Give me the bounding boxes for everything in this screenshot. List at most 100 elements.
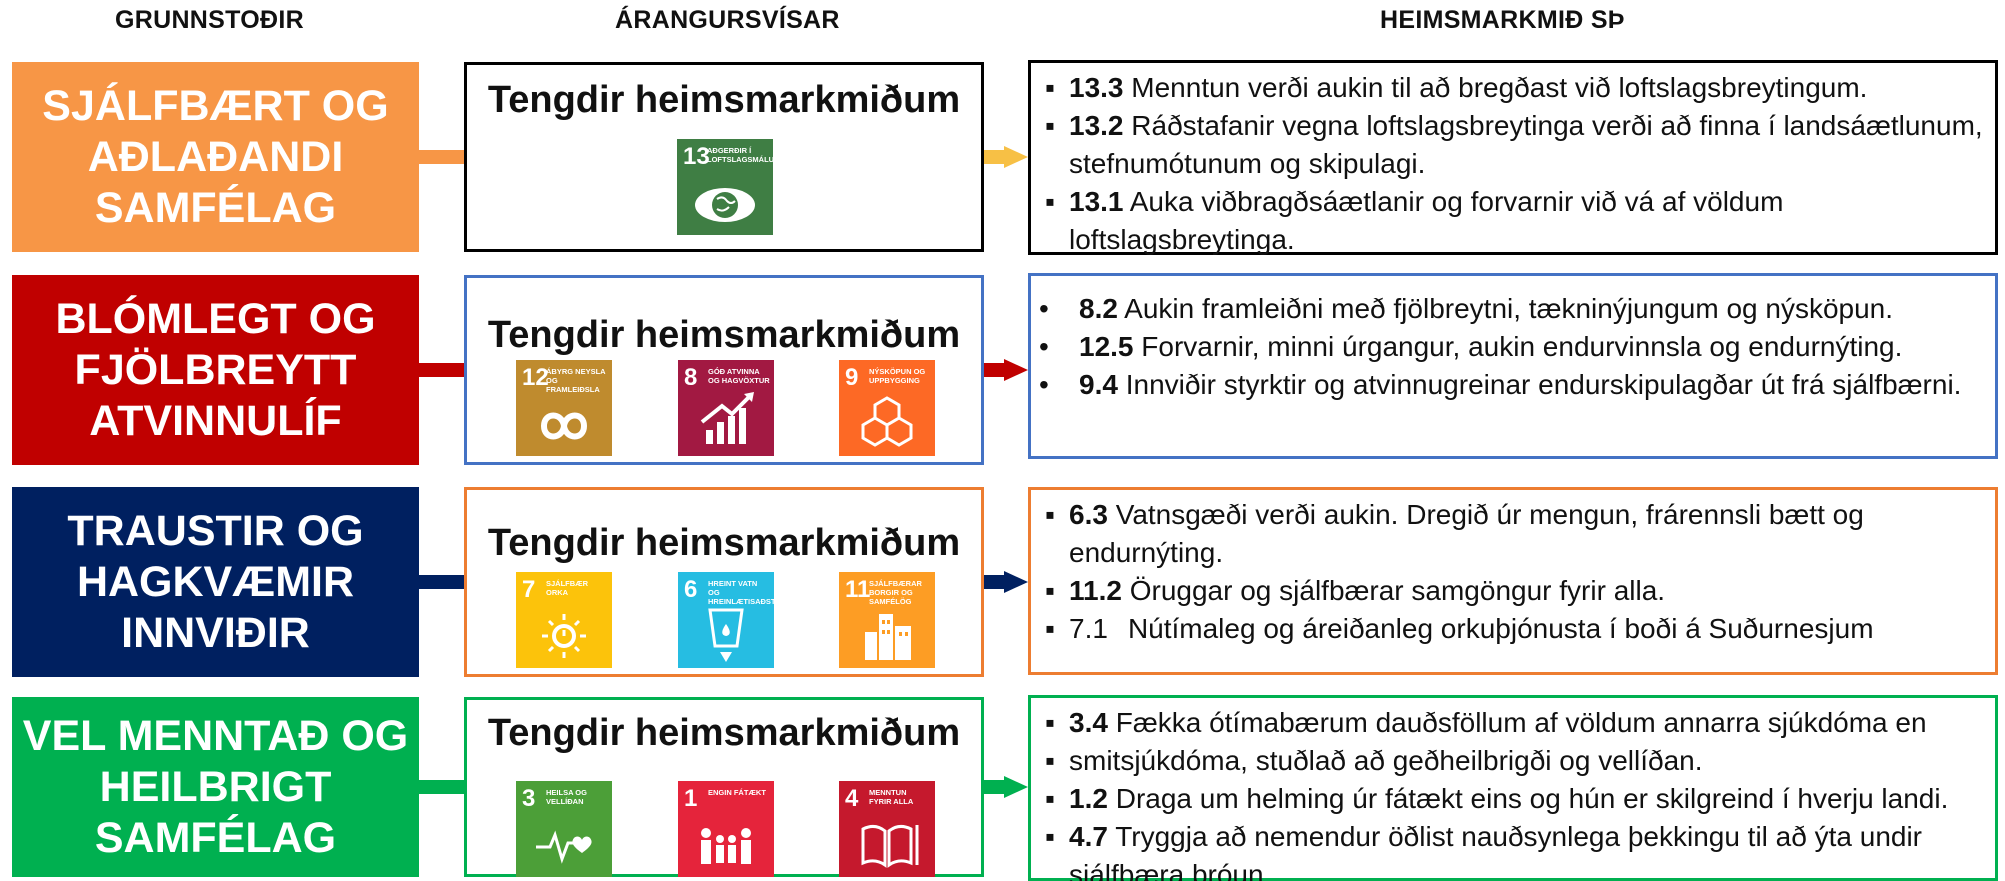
target-text: Tryggja að nemendur öðlist nauðsynlega þ… bbox=[1069, 821, 1923, 881]
connector-arrow bbox=[419, 776, 464, 798]
indicator-title: Tengdir heimsmarkmiðum bbox=[487, 79, 961, 121]
bullet-marker: ▪ bbox=[1045, 745, 1055, 776]
target-text: Öruggar og sjálfbærar samgöngur fyrir al… bbox=[1121, 575, 1666, 606]
bullet-marker: ▪ bbox=[1045, 821, 1055, 852]
sdg-number: 3 bbox=[522, 785, 536, 812]
sun-power-icon bbox=[542, 614, 586, 658]
infinity-icon bbox=[540, 412, 588, 440]
pillar-box: BLÓMLEGT OG FJÖLBREYTT ATVINNULÍF bbox=[12, 275, 419, 465]
eye-globe-icon bbox=[695, 188, 755, 222]
sdg-tile-7: 7 SJÁLFBÆR ORKA bbox=[516, 572, 612, 668]
sdg-number: 1 bbox=[684, 785, 698, 812]
target-text: Innviðir styrktir og atvinnugreinar endu… bbox=[1117, 369, 1962, 400]
book-icon bbox=[861, 824, 919, 868]
sdg-label: SJÁLFBÆR ORKA bbox=[546, 579, 589, 597]
bullet-marker: • bbox=[1039, 369, 1049, 400]
target-code: 9.4 bbox=[1079, 369, 1118, 400]
connector-arrow bbox=[984, 146, 1028, 168]
goal-target-list: ▪3.4 Fækka ótímabærum dauðsföllum af völ… bbox=[1039, 704, 1987, 881]
goal-target-item: ▪ 13.1 Auka viðbragðsáætlanir og forvarni… bbox=[1039, 183, 1987, 259]
goal-targets-box: ▪3.4 Fækka ótímabærum dauðsföllum af völ… bbox=[1028, 695, 1998, 881]
connector-arrow bbox=[984, 571, 1028, 593]
target-text: Forvarnir, minni úrgangur, aukin endurvi… bbox=[1133, 331, 1903, 362]
bullet-marker: • bbox=[1039, 293, 1049, 324]
family-icon bbox=[701, 828, 751, 864]
goal-targets-box: ▪ 13.3 Menntun verði aukin til að bregðas… bbox=[1028, 60, 1998, 255]
bullet-marker: ▪ bbox=[1045, 575, 1055, 606]
growth-chart-icon bbox=[700, 392, 754, 444]
goal-target-list: ▪6.3 Vatnsgæði verði aukin. Dregið úr me… bbox=[1039, 496, 1987, 648]
indicator-title: Tengdir heimsmarkmiðum bbox=[487, 522, 961, 564]
goal-target-item: ▪ 7.1 Nútímaleg og áreiðanleg orkuþjónusta… bbox=[1039, 610, 1987, 648]
pillar-title: VEL MENNTAÐ OG HEILBRIGT SAMFÉLAG bbox=[22, 711, 409, 862]
indicator-box: Tengdir heimsmarkmiðum 3 HEILSA OG VELLÍÐA… bbox=[464, 697, 984, 877]
sdg-label: GÓÐ ATVINNA OG HAGVÖXTUR bbox=[708, 367, 770, 385]
goal-targets-box: ▪6.3 Vatnsgæði verði aukin. Dregið úr me… bbox=[1028, 487, 1998, 675]
pillar-box: SJÁLFBÆRT OG AÐLAÐANDI SAMFÉLAG bbox=[12, 62, 419, 252]
target-code: 7.1 bbox=[1069, 613, 1108, 644]
target-text: Vatnsgæði verði aukin. Dregið úr mengun,… bbox=[1069, 499, 1864, 568]
target-text: Ráðstafanir vegna loftslagsbreytinga ver… bbox=[1069, 110, 1983, 179]
target-code: 8.2 bbox=[1079, 293, 1118, 324]
goal-target-item: • 9.4 Innviðir styrktir og atvinnugreinar… bbox=[1039, 366, 1987, 404]
target-text: Fækka ótímabærum dauðsföllum af völdum a… bbox=[1107, 707, 1927, 738]
bullet-marker: ▪ bbox=[1045, 110, 1055, 141]
target-text: Auka viðbragðsáætlanir og forvarnir við … bbox=[1069, 186, 1784, 255]
sdg-label: AÐGERÐIR Í LOFTSLAGSMÁLUM bbox=[707, 146, 781, 164]
bullet-marker: • bbox=[1039, 331, 1049, 362]
indicators-column-header: ÁRANGURSVÍSAR bbox=[615, 6, 840, 34]
heartbeat-icon bbox=[536, 830, 592, 864]
goal-target-item: ▪smitsjúkdóma, stuðlað að geðheilbrigði … bbox=[1039, 742, 1987, 780]
sdg-label: NÝSKÖPUN OG UPPBYGGING bbox=[869, 367, 926, 385]
target-code: 4.7 bbox=[1069, 821, 1108, 852]
target-text: Menntun verði aukin til að bregðast við … bbox=[1123, 72, 1868, 103]
sdg-label: HREINT VATN OG HREINLÆTISAÐSTAÐA bbox=[708, 579, 792, 606]
goal-target-item: ▪1.2 Draga um helming úr fátækt eins og … bbox=[1039, 780, 1987, 818]
sdg-tile-6: 6 HREINT VATN OG HREINLÆTISAÐSTAÐA bbox=[678, 572, 792, 668]
target-code: 11.2 bbox=[1069, 575, 1122, 606]
sdg-number: 11 bbox=[845, 576, 871, 603]
sdg-tile-4: 4 MENNTUN FYRIR ALLA bbox=[839, 781, 935, 877]
indicator-title: Tengdir heimsmarkmiðum bbox=[487, 314, 961, 356]
pillar-title: SJÁLFBÆRT OG AÐLAÐANDI SAMFÉLAG bbox=[42, 81, 389, 232]
bullet-marker: ▪ bbox=[1045, 186, 1055, 217]
target-code: 1.2 bbox=[1069, 783, 1108, 814]
goal-target-item: ▪6.3 Vatnsgæði verði aukin. Dregið úr me… bbox=[1039, 496, 1987, 572]
goal-target-item: ▪ 13.2 Ráðstafanir vegna loftslagsbreytin… bbox=[1039, 107, 1987, 183]
target-code: 13.3 bbox=[1069, 72, 1124, 103]
bullet-marker: ▪ bbox=[1045, 707, 1055, 738]
sdg-label: SJÁLFBÆRAR BORGIR OG SAMFÉLÖG bbox=[869, 579, 922, 606]
sdg-tile-3: 3 HEILSA OG VELLÍÐAN bbox=[516, 781, 612, 877]
target-text: Nútímaleg og áreiðanleg orkuþjónusta í b… bbox=[1127, 613, 1874, 644]
water-glass-icon bbox=[708, 608, 744, 662]
goal-target-item: ▪3.4 Fækka ótímabærum dauðsföllum af völ… bbox=[1039, 704, 1987, 742]
sdg-number: 6 bbox=[684, 576, 698, 603]
cubes-icon bbox=[861, 396, 913, 447]
bullet-marker: ▪ bbox=[1045, 613, 1055, 644]
goal-target-item: • 8.2 Aukin framleiðni með fjölbreytni, t… bbox=[1039, 290, 1987, 328]
goal-target-item: ▪ 4.7 Tryggja að nemendur öðlist nauðsynl… bbox=[1039, 818, 1987, 881]
target-code: 13.1 bbox=[1069, 186, 1124, 217]
sdg-tile-1: 1 ENGIN FÁTÆKT bbox=[678, 781, 774, 877]
indicator-title: Tengdir heimsmarkmiðum bbox=[487, 712, 961, 754]
sdg-number: 4 bbox=[845, 785, 859, 812]
target-text: Draga um helming úr fátækt eins og hún e… bbox=[1107, 783, 1949, 814]
target-code: 13.2 bbox=[1069, 110, 1124, 141]
connector-arrow bbox=[984, 776, 1028, 798]
sdg-label: HEILSA OG VELLÍÐAN bbox=[546, 788, 587, 806]
target-text: Aukin framleiðni með fjölbreytni, tæknin… bbox=[1117, 293, 1894, 324]
pillar-box: TRAUSTIR OG HAGKVÆMIR INNVIÐIR bbox=[12, 487, 419, 677]
city-icon bbox=[865, 614, 911, 660]
sdg-tile-8: 8 GÓÐ ATVINNA OG HAGVÖXTUR bbox=[678, 360, 774, 456]
sdg-label: ENGIN FÁTÆKT bbox=[708, 788, 766, 797]
sdg-label: MENNTUN FYRIR ALLA bbox=[869, 788, 914, 806]
goal-target-item: ▪ 11.2 Öruggar og sjálfbærar samgöngur fy… bbox=[1039, 572, 1987, 610]
sdg-number: 8 bbox=[684, 364, 698, 391]
goals-column-header: HEIMSMARKMIÐ SÞ bbox=[1380, 6, 1625, 34]
sdg-number: 7 bbox=[522, 576, 536, 603]
